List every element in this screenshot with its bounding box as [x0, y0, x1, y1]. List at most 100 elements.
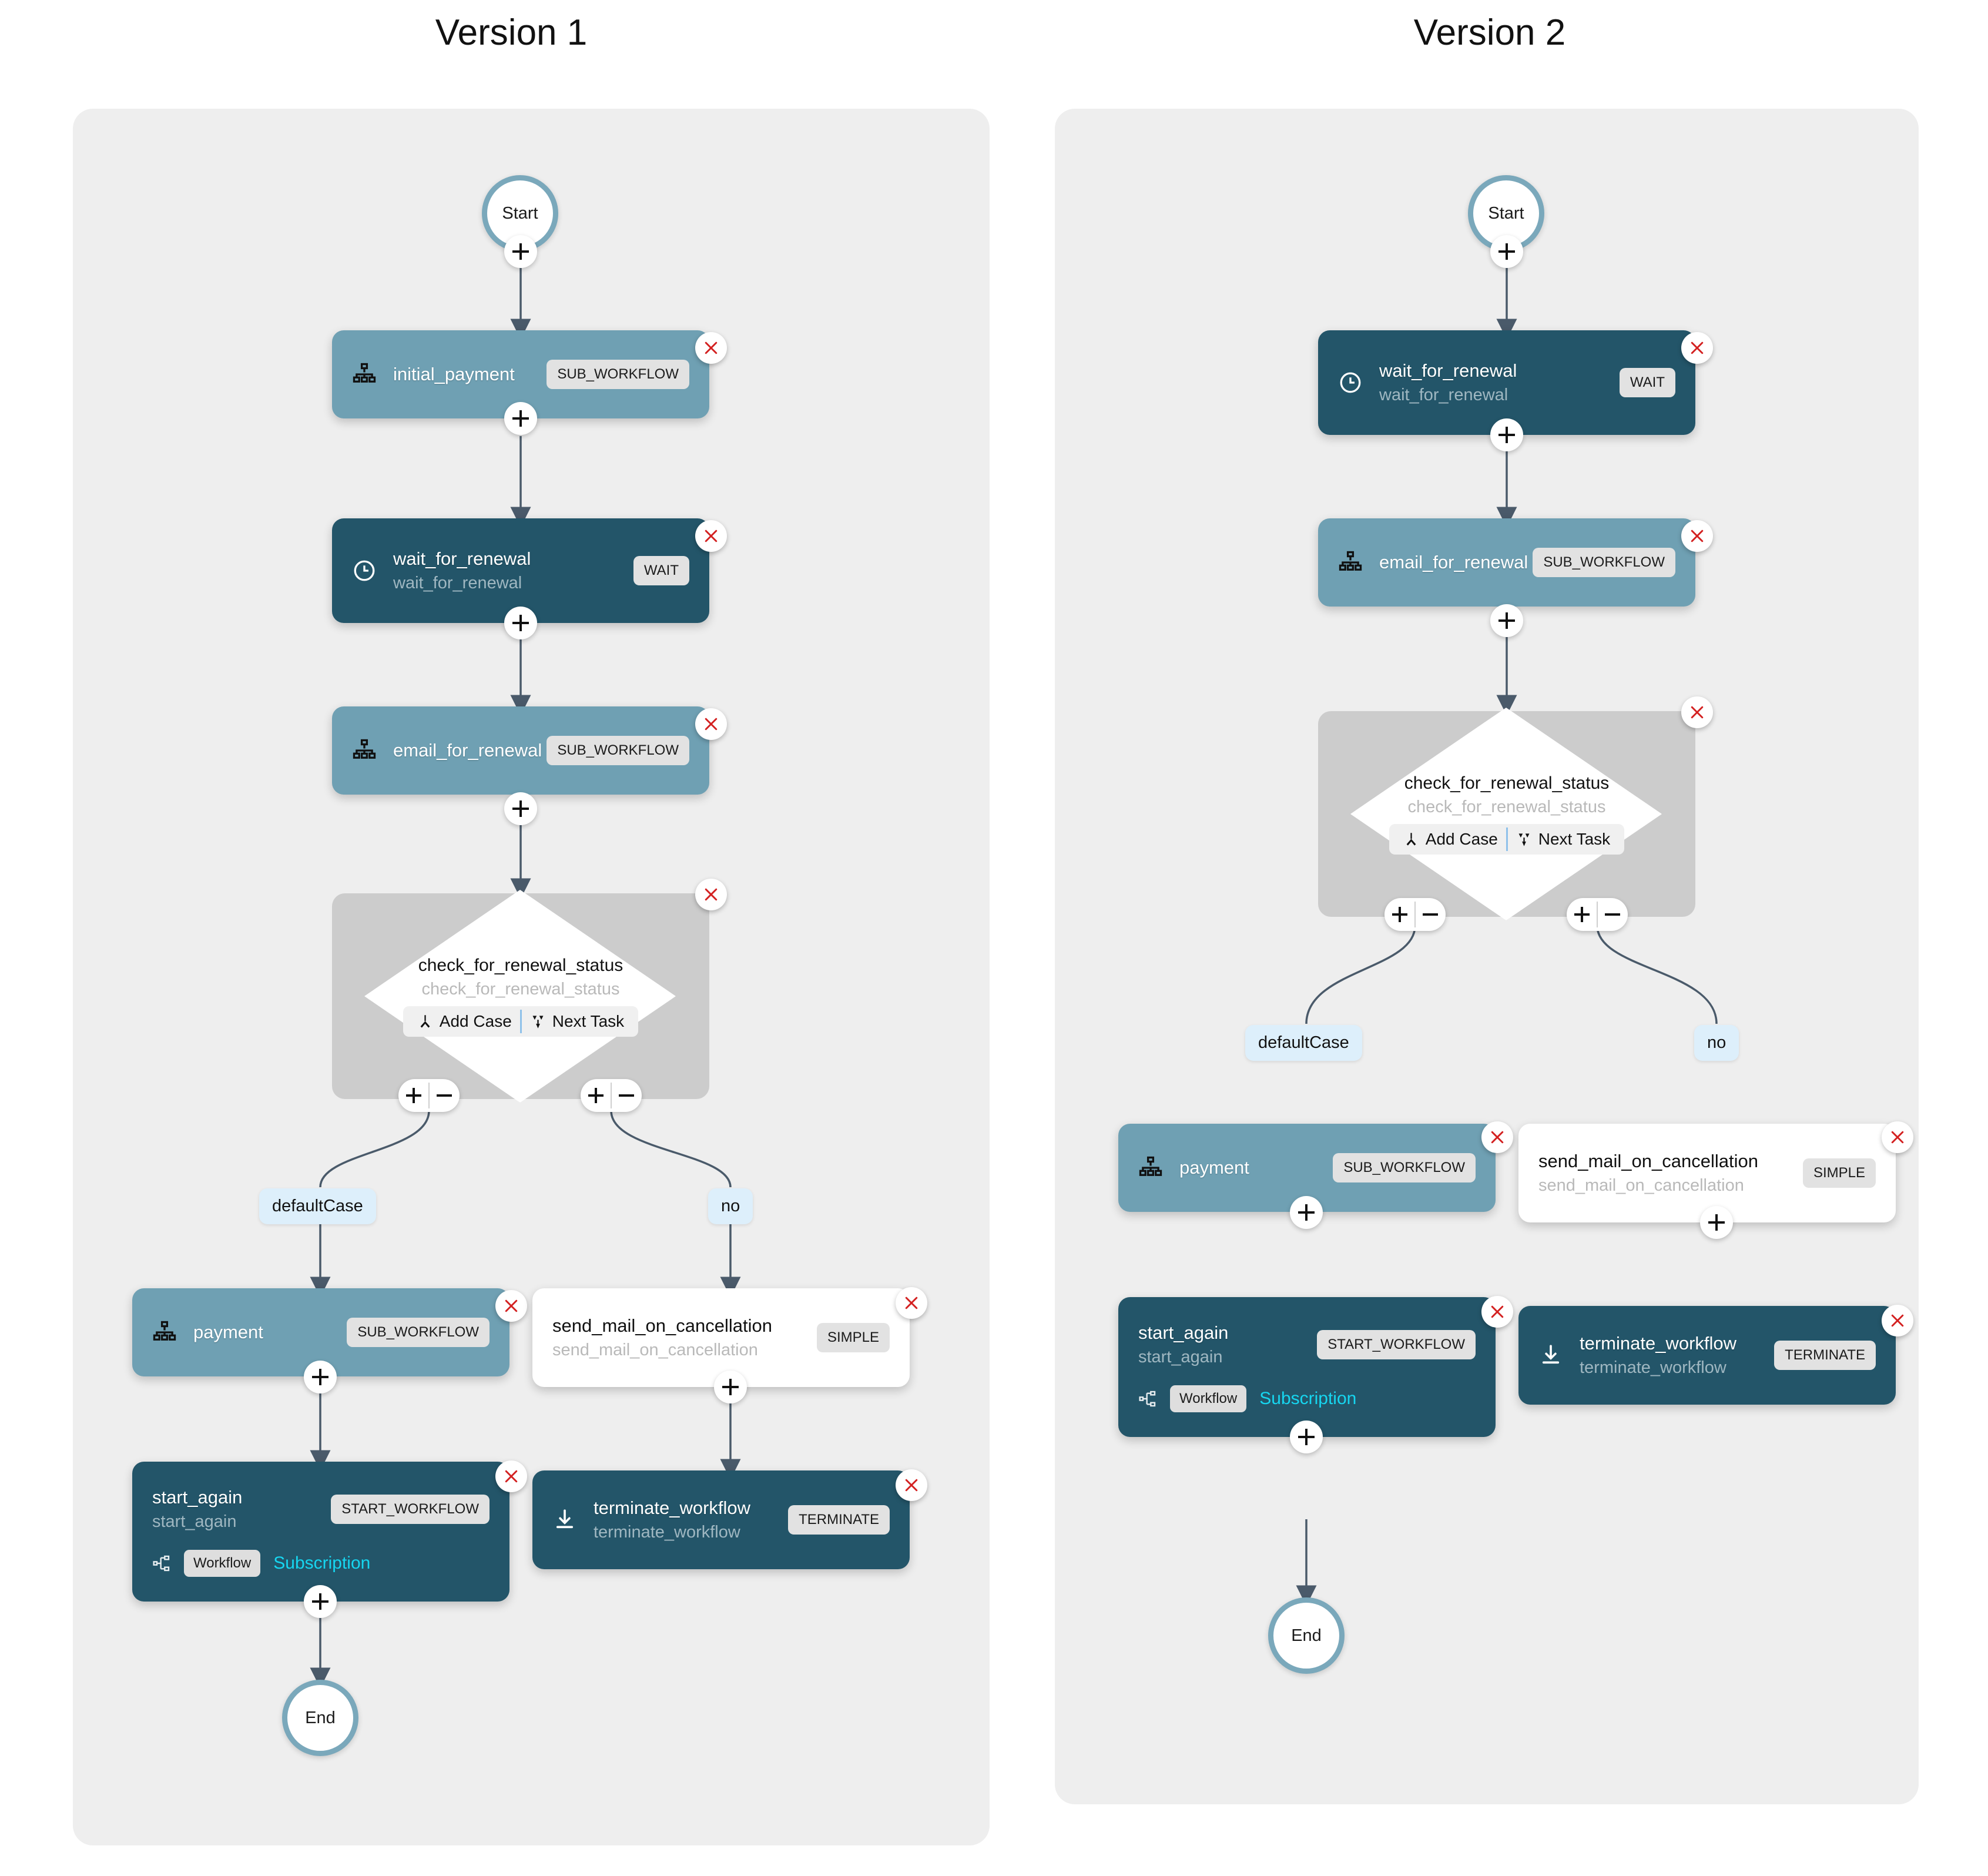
- v2-node-check-for-renewal-status[interactable]: check_for_renewal_status check_for_renew…: [1318, 708, 1695, 920]
- v1-add-after-payment[interactable]: [304, 1361, 337, 1393]
- v2-delete-send-mail-on-cancellation[interactable]: [1882, 1121, 1913, 1153]
- version-2-title: Version 2: [1413, 12, 1566, 53]
- v2-node-wait-for-renewal[interactable]: wait_for_renewal wait_for_renewal WAIT: [1318, 330, 1695, 435]
- version-1-title: Version 1: [435, 12, 588, 53]
- v1-add-after-initial-payment[interactable]: [504, 402, 537, 435]
- node-title: email_for_renewal: [393, 740, 542, 761]
- v1-node-start-again[interactable]: start_again start_again START_WORKFLOW W…: [132, 1462, 509, 1602]
- v1-end-node[interactable]: End: [282, 1680, 358, 1756]
- node-subtitle: wait_for_renewal: [1379, 385, 1508, 404]
- v2-delete-wait-for-renewal[interactable]: [1681, 332, 1713, 364]
- v2-node-start-again[interactable]: start_again start_again START_WORKFLOW W…: [1118, 1297, 1496, 1437]
- node-type-badge: WAIT: [1619, 368, 1675, 397]
- clock-icon: [352, 558, 377, 583]
- hierarchy-icon: [352, 738, 377, 763]
- v1-delete-initial-payment[interactable]: [695, 332, 727, 364]
- node-subtitle: start_again: [152, 1512, 237, 1531]
- v1-delete-payment[interactable]: [495, 1290, 527, 1322]
- v2-add-after-wait-for-renewal[interactable]: [1490, 418, 1523, 451]
- v1-branch-handle-left[interactable]: [398, 1079, 460, 1112]
- v2-delete-payment[interactable]: [1481, 1121, 1513, 1153]
- v1-add-after-start[interactable]: [504, 235, 537, 268]
- v2-node-terminate-workflow[interactable]: terminate_workflow terminate_workflow TE…: [1518, 1306, 1896, 1405]
- v2-branch-handle-left[interactable]: [1384, 898, 1446, 931]
- v2-branch-handle-right[interactable]: [1567, 898, 1628, 931]
- node-type-badge: SIMPLE: [816, 1323, 890, 1352]
- subscription-link[interactable]: Subscription: [273, 1553, 371, 1573]
- add-case-label: Add Case: [439, 1012, 512, 1030]
- v1-delete-start-again[interactable]: [495, 1460, 527, 1492]
- v2-node-payment[interactable]: payment SUB_WORKFLOW: [1118, 1124, 1496, 1212]
- node-title: terminate_workflow: [594, 1497, 751, 1518]
- remove-branch-left[interactable]: [430, 1079, 460, 1112]
- node-type-badge: SUB_WORKFLOW: [1333, 1153, 1476, 1182]
- node-title: start_again: [1138, 1322, 1229, 1343]
- v1-add-after-wait-for-renewal[interactable]: [504, 607, 537, 639]
- decision-subtitle: check_for_renewal_status: [1407, 798, 1606, 816]
- workflow-chip[interactable]: Workflow: [1170, 1385, 1247, 1413]
- next-task-label: Next Task: [1538, 830, 1611, 848]
- v2-end-node[interactable]: End: [1268, 1597, 1345, 1674]
- next-task-button[interactable]: Next Task: [524, 1011, 630, 1032]
- v2-add-after-start-again[interactable]: [1290, 1421, 1323, 1453]
- v1-branch-label-defaultcase[interactable]: defaultCase: [259, 1188, 376, 1224]
- v1-delete-wait-for-renewal[interactable]: [695, 520, 727, 552]
- add-branch-left[interactable]: [398, 1079, 428, 1112]
- v1-add-after-email-for-renewal[interactable]: [504, 792, 537, 825]
- hierarchy-icon: [1338, 550, 1363, 575]
- v1-node-wait-for-renewal[interactable]: wait_for_renewal wait_for_renewal WAIT: [332, 518, 709, 623]
- v2-branch-label-defaultcase[interactable]: defaultCase: [1245, 1025, 1362, 1061]
- branch-icon: [1403, 832, 1419, 847]
- node-type-badge: TERMINATE: [1774, 1341, 1876, 1370]
- v1-delete-check-for-renewal-status[interactable]: [695, 879, 727, 910]
- add-case-button[interactable]: Add Case: [411, 1011, 518, 1032]
- node-subtitle: wait_for_renewal: [393, 573, 522, 592]
- v2-delete-start-again[interactable]: [1481, 1296, 1513, 1328]
- v1-delete-email-for-renewal[interactable]: [695, 708, 727, 740]
- node-type-badge: TERMINATE: [788, 1505, 890, 1535]
- node-subtitle: send_mail_on_cancellation: [552, 1340, 758, 1359]
- add-branch-right[interactable]: [1567, 898, 1597, 931]
- v2-add-after-start[interactable]: [1490, 235, 1523, 268]
- v2-delete-terminate-workflow[interactable]: [1882, 1305, 1913, 1336]
- v1-delete-send-mail-on-cancellation[interactable]: [896, 1287, 927, 1319]
- node-title: wait_for_renewal: [393, 548, 531, 569]
- v2-add-after-send-mail-on-cancellation[interactable]: [1700, 1206, 1733, 1239]
- remove-branch-left[interactable]: [1416, 898, 1446, 931]
- node-title: start_again: [152, 1486, 243, 1508]
- add-branch-right[interactable]: [581, 1079, 611, 1112]
- node-title: payment: [193, 1322, 263, 1343]
- subscription-link[interactable]: Subscription: [1259, 1389, 1357, 1409]
- v2-add-after-email-for-renewal[interactable]: [1490, 604, 1523, 637]
- action-divider: [519, 1010, 522, 1033]
- v2-delete-email-for-renewal[interactable]: [1681, 520, 1713, 552]
- node-title: initial_payment: [393, 364, 515, 385]
- node-subtitle: start_again: [1138, 1347, 1223, 1366]
- v1-add-after-send-mail-on-cancellation[interactable]: [714, 1371, 747, 1403]
- node-title: email_for_renewal: [1379, 552, 1528, 573]
- v1-delete-terminate-workflow[interactable]: [896, 1469, 927, 1501]
- v1-node-terminate-workflow[interactable]: terminate_workflow terminate_workflow TE…: [532, 1470, 910, 1569]
- v1-branch-label-no[interactable]: no: [708, 1188, 753, 1224]
- remove-branch-right[interactable]: [1598, 898, 1628, 931]
- v2-branch-label-no[interactable]: no: [1694, 1025, 1739, 1061]
- v1-node-check-for-renewal-status[interactable]: check_for_renewal_status check_for_renew…: [332, 890, 709, 1103]
- add-case-button[interactable]: Add Case: [1397, 829, 1504, 850]
- v1-add-after-start-again[interactable]: [304, 1585, 337, 1618]
- v1-branch-handle-right[interactable]: [581, 1079, 642, 1112]
- workflow-chip[interactable]: Workflow: [184, 1550, 261, 1577]
- v2-delete-check-for-renewal-status[interactable]: [1681, 696, 1713, 728]
- add-branch-left[interactable]: [1384, 898, 1414, 931]
- v1-node-payment[interactable]: payment SUB_WORKFLOW: [132, 1288, 509, 1376]
- hierarchy-icon: [1138, 1155, 1163, 1180]
- next-task-button[interactable]: Next Task: [1510, 829, 1616, 850]
- node-type-badge: SUB_WORKFLOW: [547, 360, 689, 389]
- v2-node-email-for-renewal[interactable]: email_for_renewal SUB_WORKFLOW: [1318, 518, 1695, 607]
- v2-node-send-mail-on-cancellation[interactable]: send_mail_on_cancellation send_mail_on_c…: [1518, 1124, 1896, 1222]
- v1-node-send-mail-on-cancellation[interactable]: send_mail_on_cancellation send_mail_on_c…: [532, 1288, 910, 1387]
- v1-node-email-for-renewal[interactable]: email_for_renewal SUB_WORKFLOW: [332, 706, 709, 795]
- v2-end-label: End: [1291, 1626, 1322, 1645]
- remove-branch-right[interactable]: [612, 1079, 642, 1112]
- v2-add-after-payment[interactable]: [1290, 1196, 1323, 1229]
- decision-title: check_for_renewal_status: [1404, 773, 1610, 793]
